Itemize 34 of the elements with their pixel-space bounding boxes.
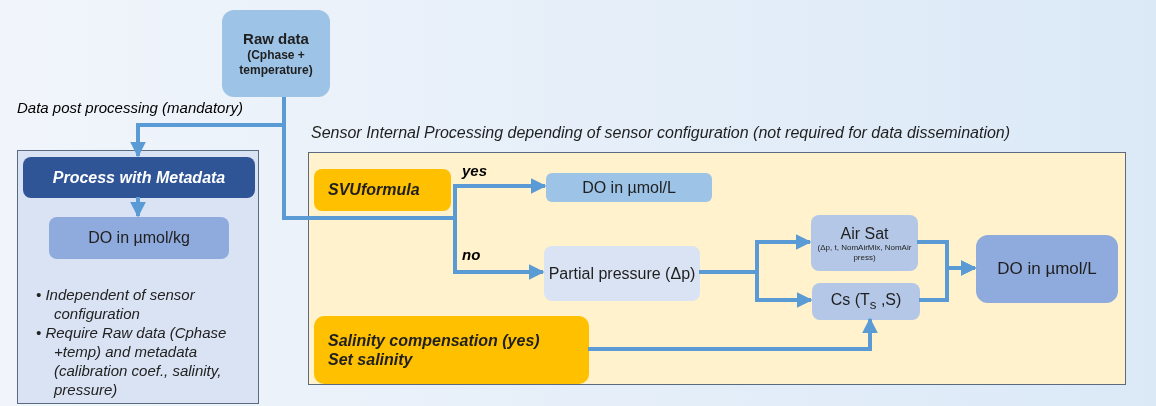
arrow (919, 260, 977, 302)
edge-label: Data post processing (mandatory) (17, 99, 243, 116)
setting-box (314, 316, 589, 384)
data-box (222, 10, 330, 97)
process-box (544, 246, 700, 301)
node-label: DO in µmol/kg (88, 228, 190, 248)
edge-label: yes (462, 162, 488, 179)
bullet-text: • Independent of sensor configuration (35, 285, 196, 323)
header-band (23, 157, 255, 198)
bullet-text: • Require Raw data (Cphase +temp) and metadata (calibration coef., salinity, pressure) (35, 323, 228, 399)
arrow (130, 197, 146, 218)
result-box (49, 217, 229, 259)
node-label: Process with Metadata (52, 167, 226, 188)
node-label: Raw data (243, 30, 309, 49)
node-label: DO in µmol/L (582, 177, 676, 198)
result-box (546, 173, 712, 202)
node-detail: (Δp, t, NomAirMix, NomAir press) (816, 243, 913, 263)
setting-box (314, 169, 451, 211)
edge-label: no (462, 246, 481, 263)
result-box (976, 235, 1118, 303)
node-label: Partial pressure (Δp) (548, 263, 696, 284)
node-label: SVUformula (328, 180, 420, 200)
node-label: Air Sat (840, 223, 889, 243)
node-label: DO in µmol/L (997, 258, 1097, 280)
arrow (588, 317, 878, 351)
node-detail: Set salinity (328, 350, 413, 370)
process-box (811, 215, 918, 271)
node-label: Salinity compensation (yes) (328, 330, 540, 350)
process-box (812, 283, 920, 320)
node-detail: (Cphase + temperature) (238, 48, 314, 77)
node-label: Cs (T$_{s}$ ,S) (830, 289, 902, 314)
panel-heading: Sensor Internal Processing depending of sensor configuration (not required for data dissemination) (311, 124, 1011, 142)
process-panel (17, 150, 259, 404)
arrow (699, 270, 813, 308)
